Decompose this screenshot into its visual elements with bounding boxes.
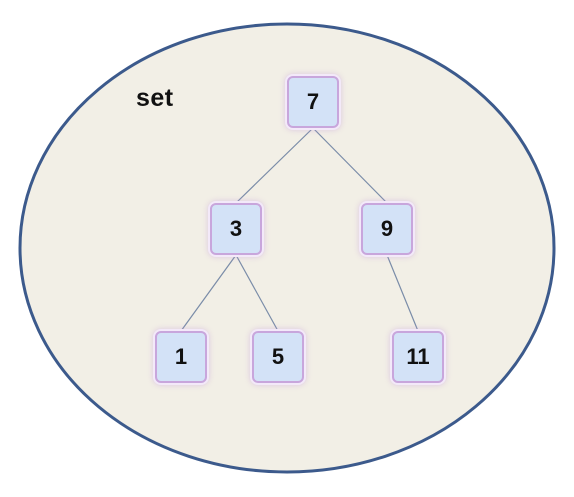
tree-node-left: 3 <box>210 203 262 255</box>
tree-node-root: 7 <box>287 76 339 128</box>
tree-node-right: 9 <box>361 203 413 255</box>
edge-7-9 <box>312 127 388 204</box>
tree-node-leaf: 5 <box>252 331 304 383</box>
tree-node-leaf: 11 <box>392 331 444 383</box>
edge-7-3 <box>235 127 314 204</box>
set-label: set <box>136 84 174 112</box>
edge-3-5 <box>235 254 279 332</box>
edge-9-11 <box>386 254 419 332</box>
tree-node-leaf: 1 <box>155 331 207 383</box>
edge-3-1 <box>180 254 237 332</box>
